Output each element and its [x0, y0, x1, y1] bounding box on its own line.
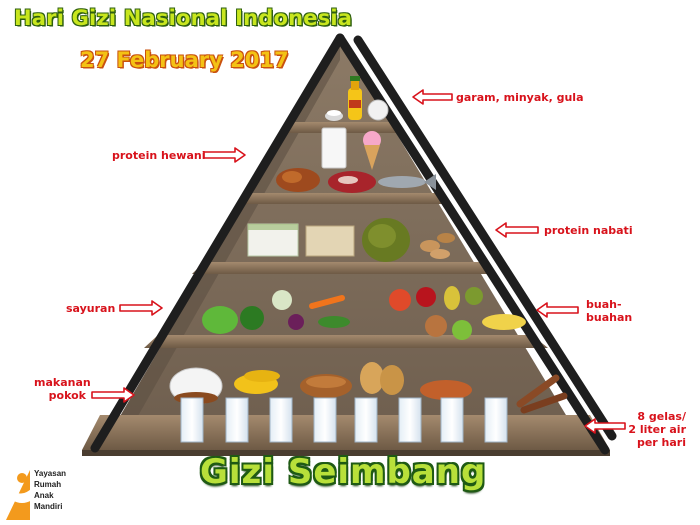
label-water: 8 gelas/ 2 liter air per hari [626, 410, 686, 449]
arrow-fruits-icon [536, 302, 579, 318]
org-name: Yayasan Rumah Anak Mandiri [34, 468, 66, 512]
water-glass-icon [313, 397, 337, 443]
arrow-animal-protein-icon [203, 147, 246, 163]
label-animal-protein: protein hewani [112, 149, 206, 162]
sugar-bowl-icon [325, 110, 343, 121]
slogan-title: Gizi Seimbang [200, 452, 487, 492]
shelf-tier-4 [144, 335, 548, 348]
shelf-tier-3 [192, 262, 496, 274]
water-glass-icon [225, 397, 249, 443]
label-staple-line2: pokok [48, 389, 86, 402]
label-plant-protein: protein nabati [544, 224, 633, 237]
milk-glass-icon [321, 127, 347, 169]
event-date: 27 February 2017 [80, 48, 289, 72]
label-water-line2: 2 liter air [628, 423, 686, 436]
oil-bottle-icon [348, 76, 362, 120]
label-staple: makanan pokok [34, 376, 91, 402]
fruits-group-icon [389, 286, 526, 340]
bread-icon [300, 374, 352, 398]
yayasan-logo-icon [6, 470, 32, 520]
water-glass-icon [354, 397, 378, 443]
arrow-sugar-oil-salt-icon [412, 89, 453, 105]
label-sugar-oil-salt: garam, minyak, gula [456, 91, 584, 104]
corn-icon [234, 370, 280, 394]
green-beans-icon [362, 218, 410, 262]
sweet-potato-icon [420, 380, 472, 400]
vegetables-group-icon [202, 290, 350, 334]
arrow-vegetables-icon [119, 300, 163, 316]
water-glass-icon [398, 397, 422, 443]
org-line4: Mandiri [34, 502, 63, 511]
arrow-plant-protein-icon [495, 222, 539, 238]
water-glass-icon [180, 397, 204, 443]
fish-icon [378, 174, 436, 190]
potatoes-icon [360, 362, 404, 395]
org-line2: Rumah [34, 480, 62, 489]
label-fruits-line1: buah- [586, 298, 622, 311]
label-staple-line1: makanan [34, 376, 91, 389]
water-glass-icon [269, 397, 293, 443]
cassava-icon [516, 374, 568, 414]
water-glass-icon [484, 397, 508, 443]
roast-chicken-icon [276, 168, 320, 192]
ice-cream-icon [363, 131, 381, 170]
tofu-icon [247, 223, 299, 257]
water-glass-icon [440, 397, 464, 443]
label-fruits-line2: buahan [586, 311, 633, 324]
label-fruits: buah- buahan [586, 298, 632, 324]
water-glasses [180, 397, 508, 443]
shelf-base [82, 415, 610, 456]
salt-ball-icon [367, 99, 389, 121]
org-line1: Yayasan [34, 469, 67, 478]
arrow-water-icon [584, 418, 626, 434]
peanuts-icon [420, 233, 455, 259]
tempeh-icon [305, 225, 355, 257]
label-water-line1: 8 gelas/ [637, 410, 686, 423]
label-vegetables: sayuran [66, 302, 116, 315]
label-water-line3: per hari [636, 436, 686, 449]
arrow-staple-icon [91, 387, 135, 403]
beef-steak-icon [328, 171, 376, 193]
page-title: Hari Gizi Nasional Indonesia [14, 6, 353, 30]
shelf-tier-2 [236, 193, 452, 204]
org-line3: Anak [34, 491, 54, 500]
